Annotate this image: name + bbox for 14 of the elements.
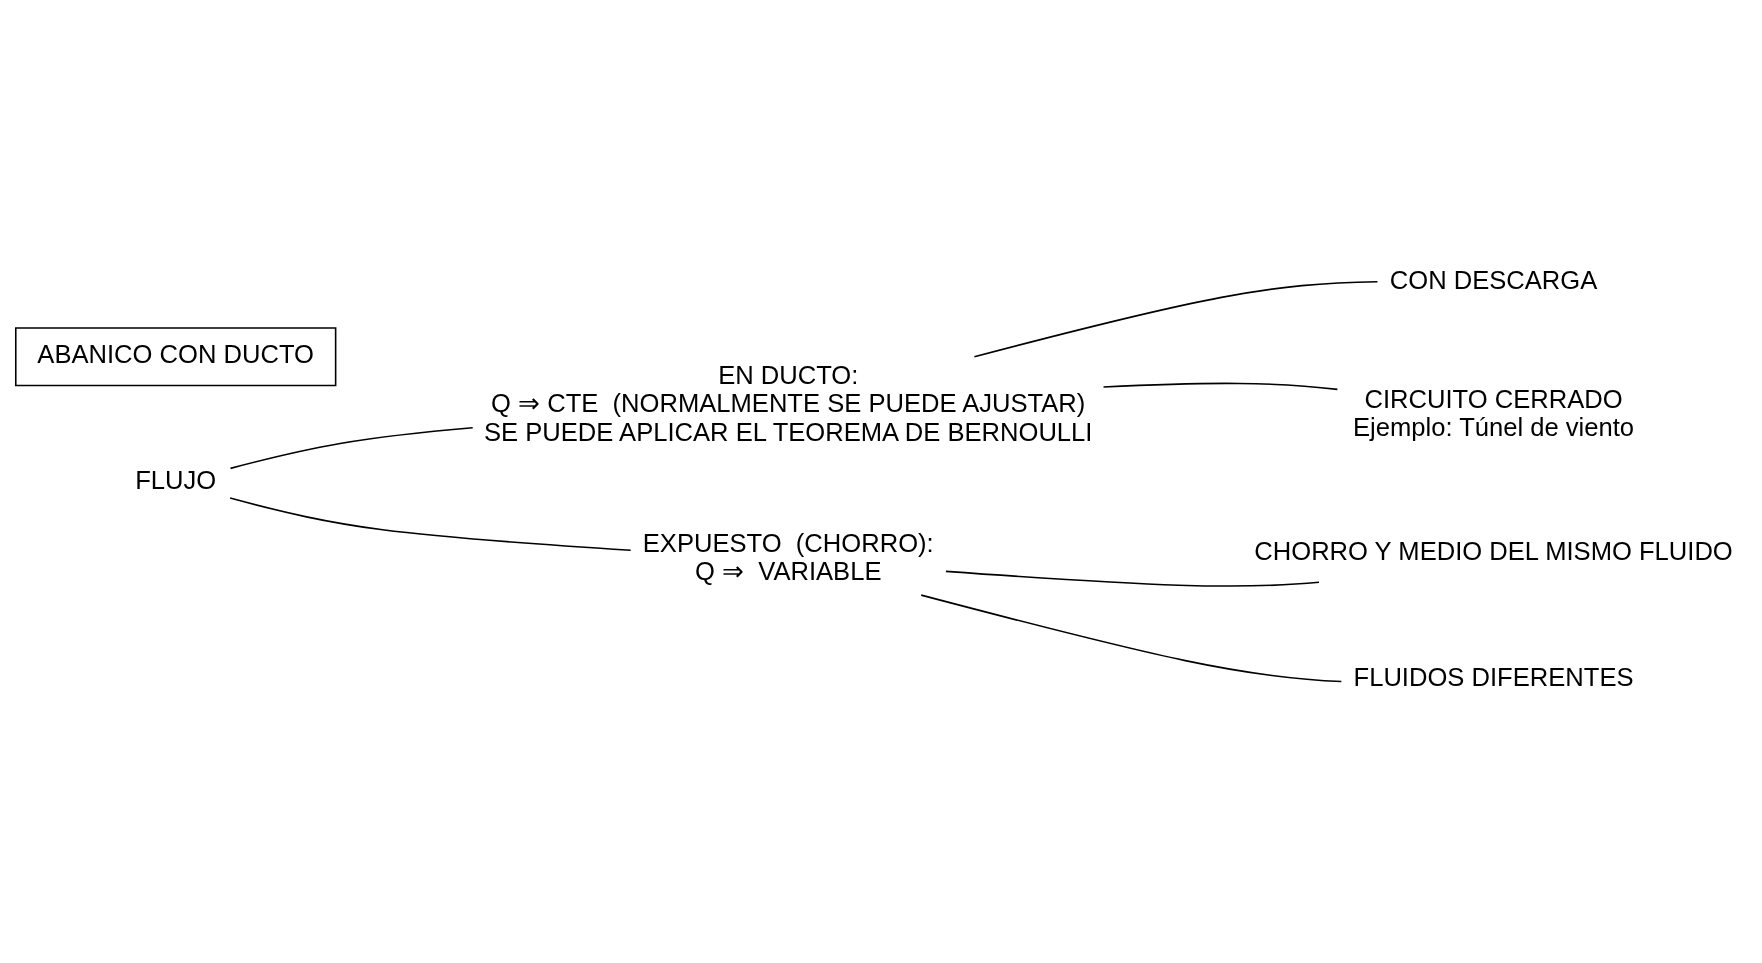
node-text: CON DESCARGA	[1389, 266, 1598, 295]
node-text: CIRCUITO CERRADO Ejemplo: Túnel de viento	[1353, 384, 1635, 442]
node-text: EXPUESTO (CHORRO): Q ⇒ VARIABLE	[642, 528, 934, 586]
node-box: ABANICO CON DUCTO	[14, 327, 337, 387]
connector	[920, 594, 1343, 683]
node-text: EN DUCTO: Q ⇒ CTE (NORMALMENTE SE PUEDE AJUSTAR) SE PUEDE APLICAR EL TEOREMA DE BERNOULLI	[484, 360, 1093, 447]
connector	[229, 426, 474, 470]
node-text: CHORRO Y MEDIO DEL MISMO FLUIDO	[1254, 536, 1733, 565]
node-text: FLUJO	[135, 466, 217, 495]
connector	[1102, 382, 1339, 391]
node-text: FLUIDOS DIFERENTES	[1353, 662, 1634, 691]
connector	[945, 570, 1320, 587]
connector	[973, 280, 1379, 358]
connector	[229, 497, 632, 551]
